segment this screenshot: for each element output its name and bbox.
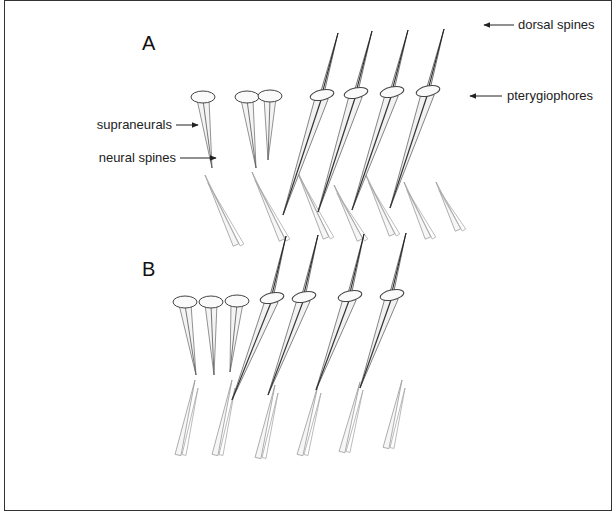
supraneural-ridge [230,304,237,372]
leader-arrow [470,96,502,97]
pterygiophore-shaft [283,95,328,215]
neural-spine [439,190,466,231]
neural-spine [208,183,244,246]
leader-arrow [176,125,198,126]
pterygiophore-shaft [268,297,310,395]
pterygiophore-ridge [316,298,350,390]
pterygiophore-shaft [360,295,398,388]
pterygiophore-ridge [232,300,272,400]
bone-head [173,296,197,308]
pterygiophore-ridge [360,297,392,388]
pterygiophore-ridge [283,97,322,215]
pterygiophore-shaft [316,296,356,390]
pterygiophore-shaft [318,93,362,212]
part-name: neural spines [99,150,176,166]
supraneural-shaft [205,304,217,375]
neural-spine [262,393,278,458]
bone-head [259,291,285,306]
bone-head [343,86,369,101]
bone-head [191,91,215,103]
leader-arrow [484,25,514,26]
bone-head [291,290,317,305]
neural-spine [407,190,436,239]
neural-spine [339,382,360,453]
supraneural-shaft [179,303,196,375]
leader-arrow [180,158,216,159]
neural-spine [175,380,195,456]
supraneural-ridge [247,100,256,168]
panel-letter: B [142,257,155,281]
bone-head [258,90,282,102]
supraneural-ridge [185,305,196,375]
bone-head [379,85,405,100]
bone-head [379,288,405,303]
bone-head [337,289,363,304]
pterygiophore-ridge [352,94,392,210]
neural-spine [304,393,321,455]
panel-letter: A [142,31,155,55]
supraneural-shaft [230,302,243,372]
neural-spine [337,193,368,241]
bone-head [415,84,441,99]
bone-head [309,88,335,103]
pterygiophore-shaft [390,91,434,208]
supraneural-ridge [211,305,214,375]
panel-b-figure [173,233,406,459]
neural-spine [346,390,363,452]
neural-spine [297,385,318,456]
pterygiophore-ridge [268,299,304,395]
bone-head [225,295,249,307]
frame [5,1,612,511]
supraneural-ridge [268,99,270,160]
bone-head [199,296,223,308]
supraneural-shaft [241,98,256,168]
leader-lines [176,25,514,158]
panel-a-figure [191,29,466,246]
bone-head [235,91,259,103]
neural-spine [255,385,275,459]
neural-spine [390,388,405,448]
part-name: supraneurals [97,117,172,133]
supraneural-shaft [264,98,276,160]
pterygiophore-shaft [352,92,398,210]
neural-spine [212,380,232,456]
part-name: pterygiophores [507,88,593,104]
pterygiophore-ridge [318,95,356,212]
pterygiophore-ridge [390,93,428,208]
part-name: dorsal spines [518,17,595,33]
neural-spine [182,388,198,455]
